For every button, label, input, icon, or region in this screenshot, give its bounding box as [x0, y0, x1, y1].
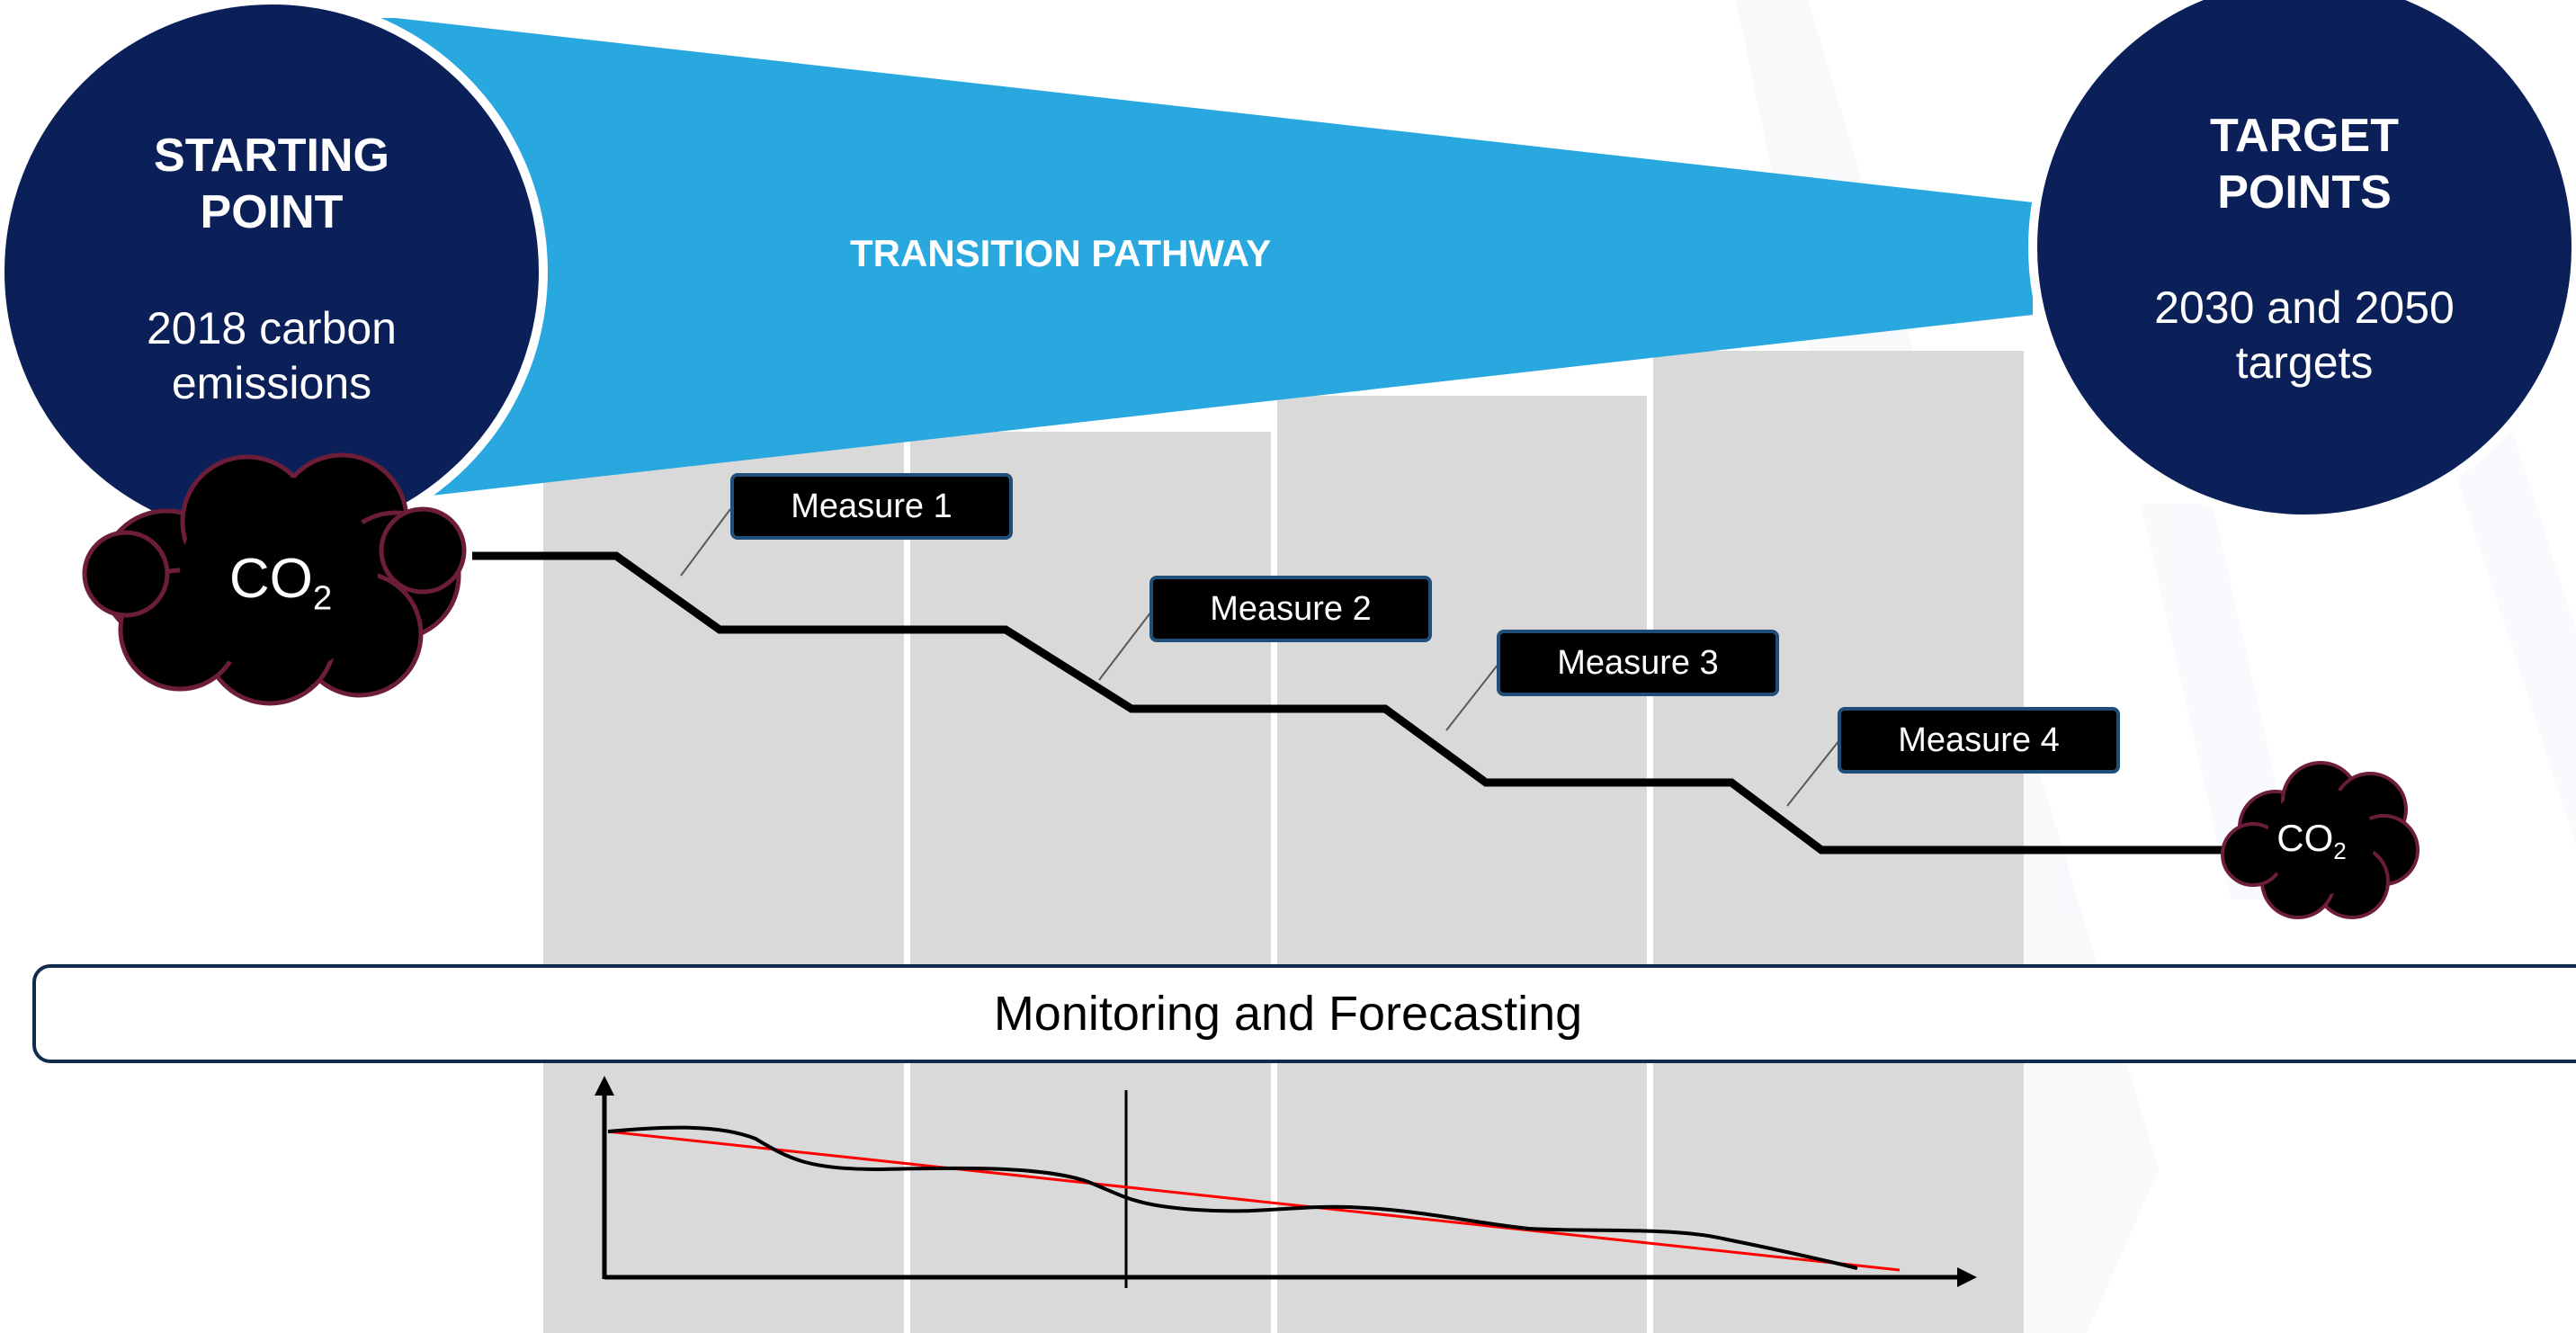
measure-1-label: Measure 1 [730, 473, 1013, 540]
grey-lanes [543, 351, 2024, 1333]
starting-point-subtitle-line1: 2018 carbon [146, 303, 397, 353]
co2-label-left: CO2 [200, 547, 362, 618]
target-points-circle [2028, 0, 2576, 523]
starting-point-title-line1: STARTING [154, 130, 389, 182]
co2-right-base: CO [2276, 817, 2334, 859]
lane-3 [1277, 396, 1647, 1333]
target-points-subtitle: 2030 and 2050 targets [2106, 281, 2502, 390]
target-points-subtitle-line1: 2030 and 2050 [2154, 282, 2455, 333]
transition-pathway-label: TRANSITION PATHWAY [850, 232, 1272, 274]
forecast-mini-chart [595, 1076, 1977, 1288]
measure-1-leader [680, 508, 731, 577]
target-points-subtitle-line2: targets [2235, 337, 2374, 388]
measure-2-label: Measure 2 [1149, 576, 1432, 642]
target-points-title: TARGET POINTS [2124, 108, 2484, 222]
measure-4-leader [1786, 739, 1840, 807]
measure-leader-lines [680, 508, 1840, 807]
co2-cloud-left [82, 452, 467, 706]
measure-3-leader [1445, 663, 1499, 731]
co2-left-base: CO [228, 548, 313, 610]
measure-3-label: Measure 3 [1497, 630, 1779, 696]
forecast-y-axis-arrow [595, 1076, 614, 1096]
transition-pathway-wedge [270, 18, 2033, 497]
monitoring-forecasting-bar [32, 964, 2576, 1063]
co2-right-subscript: 2 [2333, 837, 2347, 865]
monitoring-forecasting-label: Monitoring and Forecasting [993, 987, 1583, 1041]
measure-2-leader [1098, 611, 1152, 681]
forecast-actual-line [607, 1125, 1858, 1270]
starting-point-subtitle-line2: emissions [171, 358, 372, 408]
starting-point-title: STARTING POINT [92, 128, 452, 242]
emissions-step-line [472, 551, 2231, 854]
forecast-x-axis-arrow [1957, 1267, 1977, 1287]
measure-4-label: Measure 4 [1838, 707, 2120, 774]
target-points-title-line2: POINTS [2217, 166, 2392, 219]
starting-point-title-line2: POINT [200, 186, 344, 239]
forecast-trend-line [607, 1130, 1901, 1272]
lane-4 [1653, 351, 2024, 1333]
lane-1 [543, 432, 904, 1333]
target-points-title-line1: TARGET [2210, 110, 2399, 162]
co2-left-subscript: 2 [312, 578, 333, 618]
co2-cloud-right [2221, 761, 2419, 919]
co2-label-right: CO2 [2258, 817, 2366, 865]
starting-point-subtitle: 2018 carbon emissions [92, 301, 452, 411]
